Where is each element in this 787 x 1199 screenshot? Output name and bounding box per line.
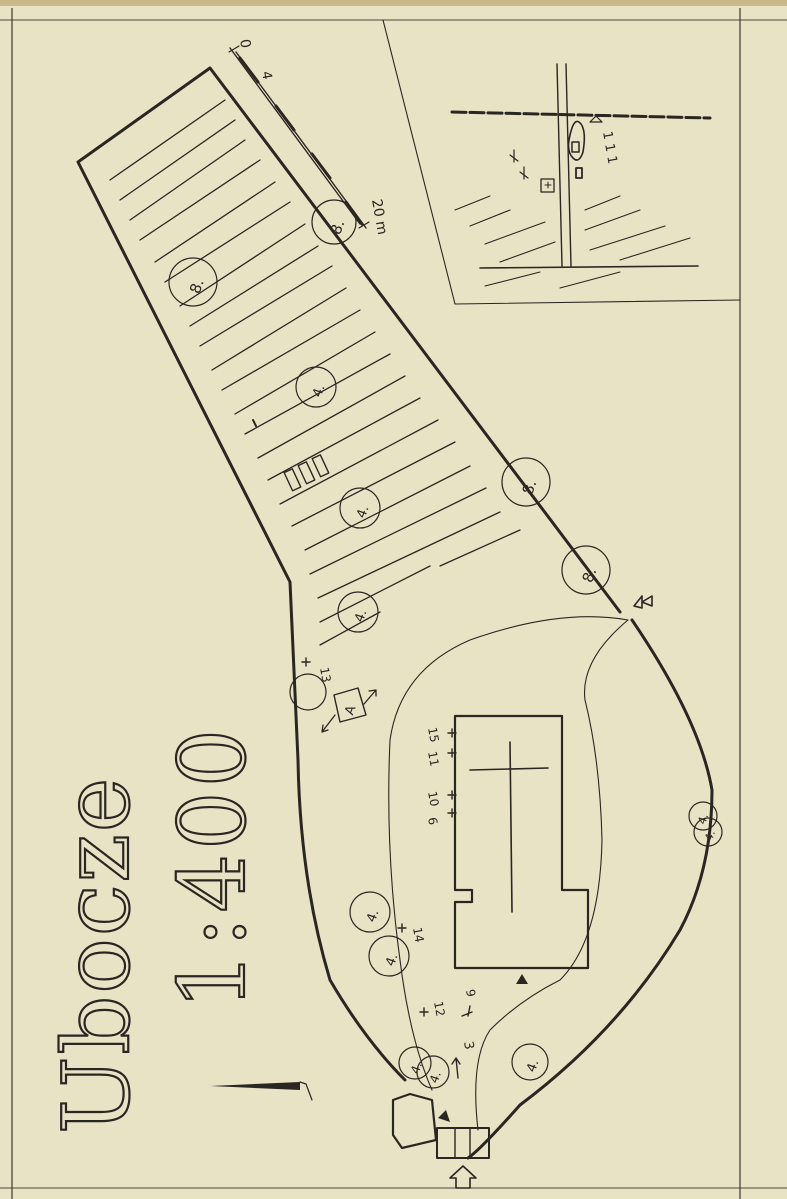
svg-text:11: 11 <box>425 750 441 767</box>
svg-text:8.: 8. <box>327 217 349 237</box>
svg-text:12: 12 <box>431 1000 447 1017</box>
grave-numbers: 13 14 12 6 10 11 15 9 3 <box>317 666 478 1051</box>
svg-text:4.: 4. <box>702 828 718 842</box>
monument-a: A <box>321 687 377 733</box>
svg-text:3: 3 <box>460 1040 476 1051</box>
north-arrow-icon <box>210 1081 313 1101</box>
entrance-marker <box>516 974 528 984</box>
paper-edge <box>0 0 787 6</box>
scale-bar: 0 4 20 m <box>228 38 390 236</box>
map-scale-label: 1:400 <box>159 725 266 1010</box>
svg-text:15: 15 <box>425 726 441 743</box>
side-entry-arrow-icon <box>633 595 653 609</box>
svg-text:8.: 8. <box>519 477 541 497</box>
svg-text:4.: 4. <box>524 1058 542 1075</box>
gate <box>391 595 653 1189</box>
svg-text:0: 0 <box>236 38 253 50</box>
svg-text:8.: 8. <box>579 565 601 585</box>
svg-text:13: 13 <box>317 666 333 683</box>
map-title: Ubocze <box>43 776 150 1134</box>
svg-text:4.: 4. <box>695 812 711 826</box>
svg-text:9: 9 <box>463 988 478 998</box>
svg-text:4.: 4. <box>364 908 382 925</box>
inset-map: 1 1 1 <box>382 19 741 305</box>
svg-text:4: 4 <box>258 70 274 81</box>
trees-4: 4. 4. 4. 4. 4. 4. 4. 4. 4. 4. <box>289 366 723 1089</box>
svg-text:4.: 4. <box>408 1060 425 1076</box>
svg-text:4.: 4. <box>427 1069 444 1085</box>
svg-text:10: 10 <box>425 790 441 807</box>
grave-rows <box>109 99 521 646</box>
church-building <box>453 714 590 984</box>
cross-markers <box>301 657 473 1079</box>
svg-text:4.: 4. <box>310 383 328 400</box>
svg-text:4.: 4. <box>383 952 401 969</box>
svg-text:4.: 4. <box>352 608 370 625</box>
small-graves <box>252 419 330 492</box>
entry-arrow-icon <box>449 1165 477 1189</box>
svg-text:8.: 8. <box>186 276 208 296</box>
cemetery-boundary <box>76 66 714 1160</box>
svg-text:4.: 4. <box>354 504 372 521</box>
svg-text:20 m: 20 m <box>368 198 390 236</box>
paths <box>388 616 629 1131</box>
svg-text:6: 6 <box>425 816 440 826</box>
trees-8: 8. 8. 8. 8. <box>168 199 611 595</box>
svg-text:14: 14 <box>410 926 426 943</box>
svg-text:A: A <box>342 703 359 717</box>
svg-text:1 1 1: 1 1 1 <box>599 130 620 165</box>
